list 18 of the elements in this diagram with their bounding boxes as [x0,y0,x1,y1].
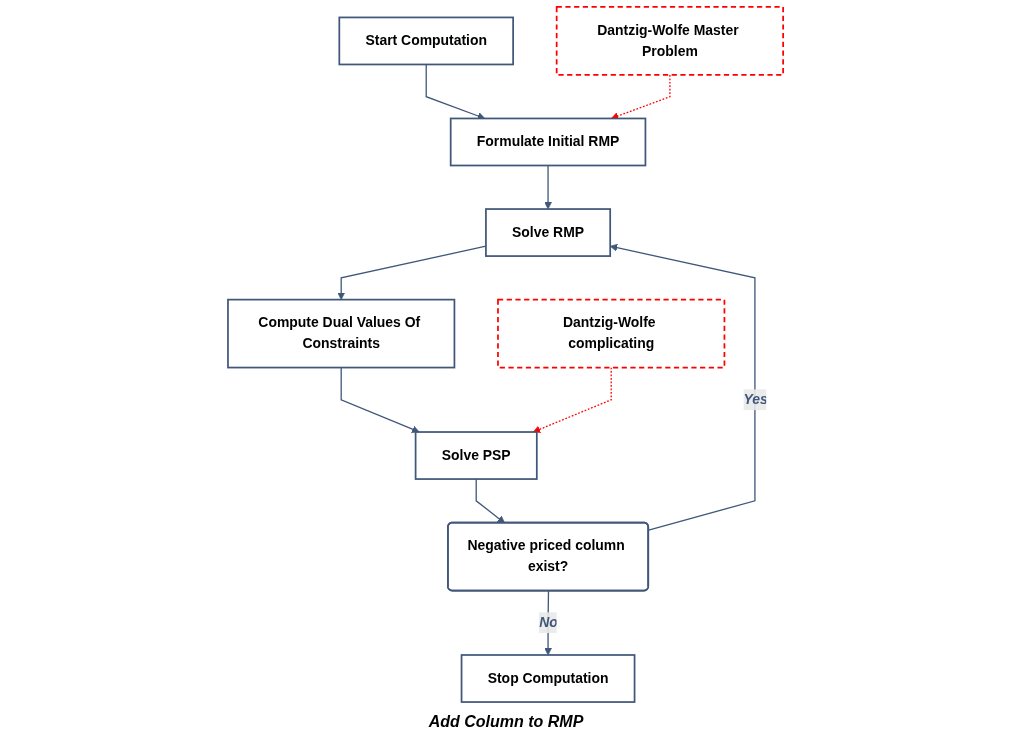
arrow [611,74,671,120]
node-box: Formulate Initial RMP [450,117,647,167]
node-box: Start Computation [338,16,515,66]
node-box: Compute Dual Values Of Constraints [227,298,456,369]
node-box: Dantzig-Wolfe complicating [497,298,726,369]
node-box: Solve RMP [485,208,612,257]
arrow [544,590,553,656]
edge-label: No [539,614,559,630]
arrow [544,164,553,210]
arrow [426,63,486,120]
node-box: Solve PSP [415,431,539,480]
arrow [341,366,421,433]
node-box: Dantzig-Wolfe Master Problem [556,6,785,76]
note-text: Add Column to RMP [428,713,584,731]
arrow [476,478,506,524]
arrow [610,243,757,531]
arrow [533,366,613,433]
node-box: Stop Computation [461,654,636,703]
